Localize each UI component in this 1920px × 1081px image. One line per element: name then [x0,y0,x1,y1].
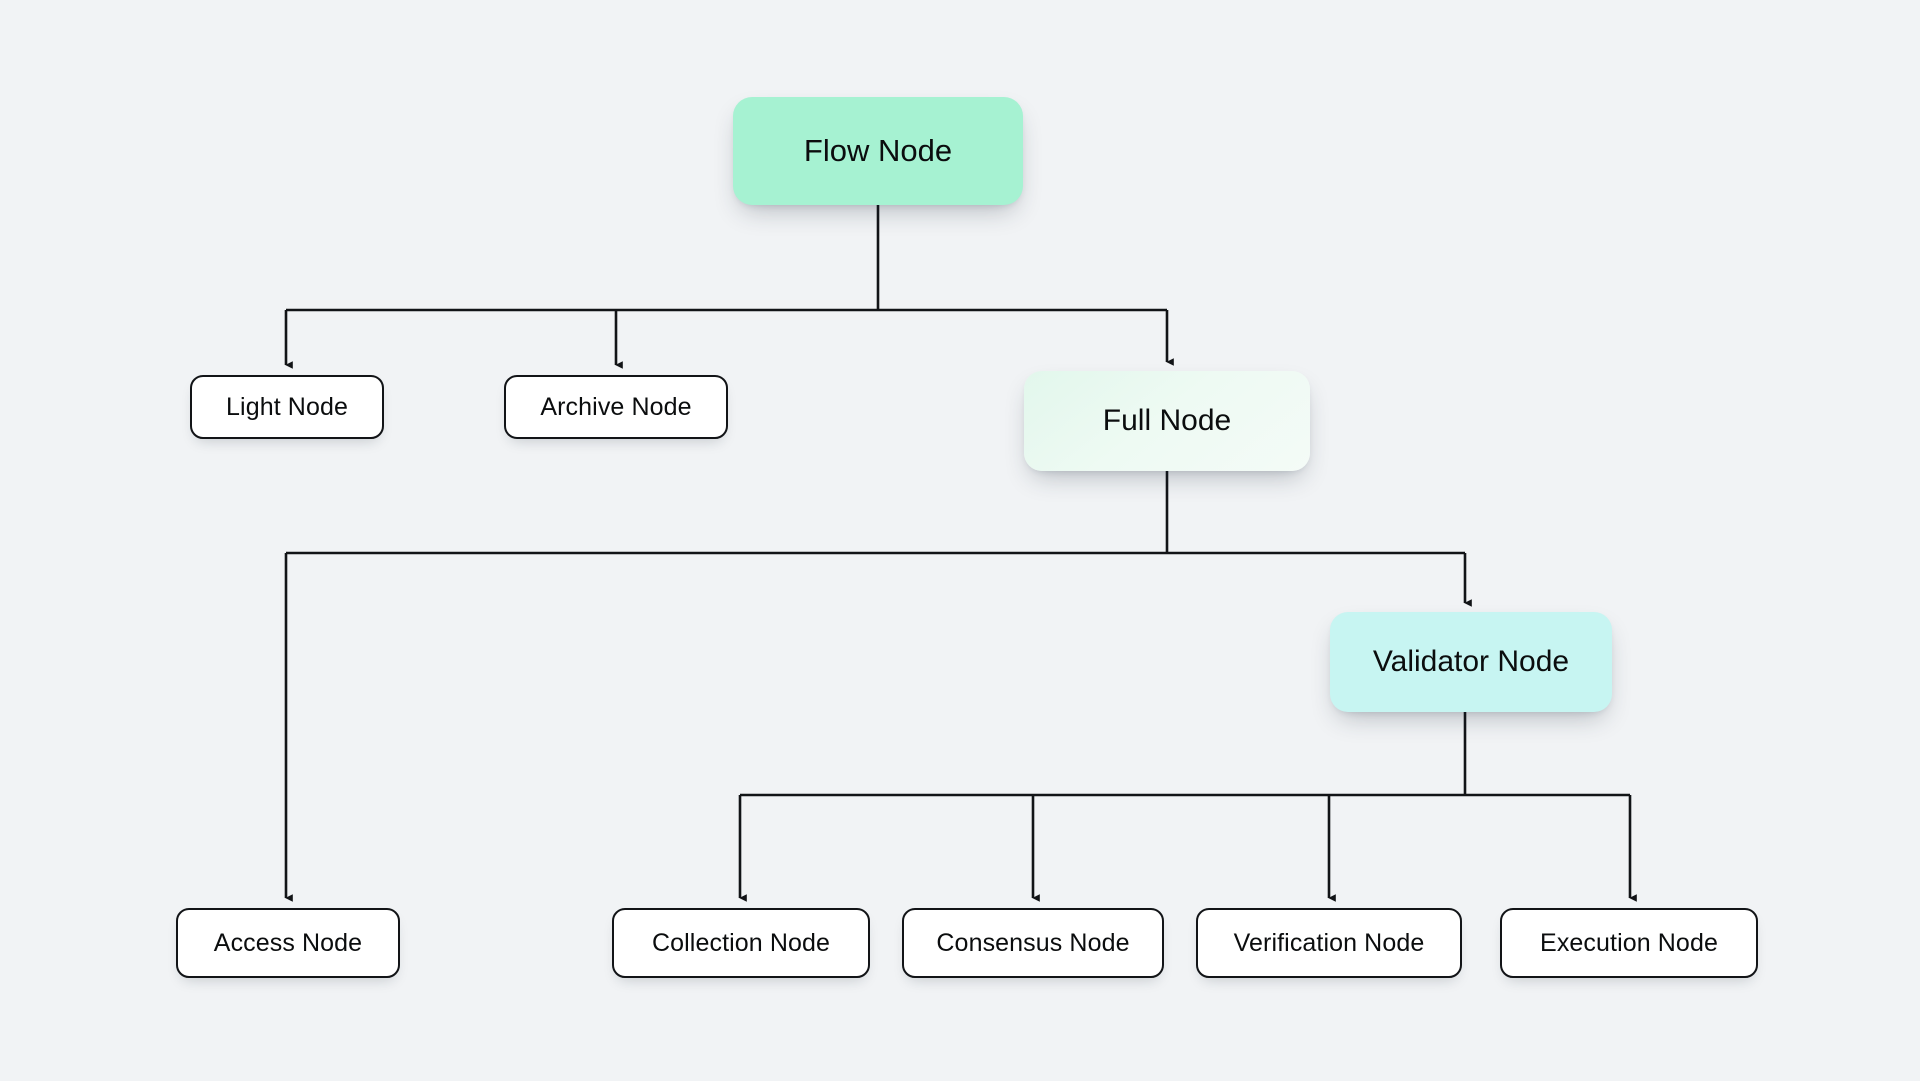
node-validator-node[interactable]: Validator Node [1330,612,1612,712]
node-flow-node[interactable]: Flow Node [733,97,1023,205]
node-light-node[interactable]: Light Node [190,375,384,439]
node-verification-node[interactable]: Verification Node [1196,908,1462,978]
node-full-node[interactable]: Full Node [1024,371,1310,471]
node-collection-node[interactable]: Collection Node [612,908,870,978]
node-label: Access Node [213,928,363,957]
node-label: Full Node [1102,403,1232,437]
node-label: Verification Node [1233,928,1425,957]
node-label: Collection Node [652,928,830,957]
node-label: Execution Node [1540,928,1718,957]
node-label: Light Node [226,392,348,421]
node-execution-node[interactable]: Execution Node [1500,908,1758,978]
node-consensus-node[interactable]: Consensus Node [902,908,1164,978]
node-label: Flow Node [803,133,953,169]
node-label: Validator Node [1372,644,1570,678]
node-label: Consensus Node [936,928,1130,957]
node-label: Archive Node [540,392,692,421]
node-archive-node[interactable]: Archive Node [504,375,728,439]
node-access-node[interactable]: Access Node [176,908,400,978]
